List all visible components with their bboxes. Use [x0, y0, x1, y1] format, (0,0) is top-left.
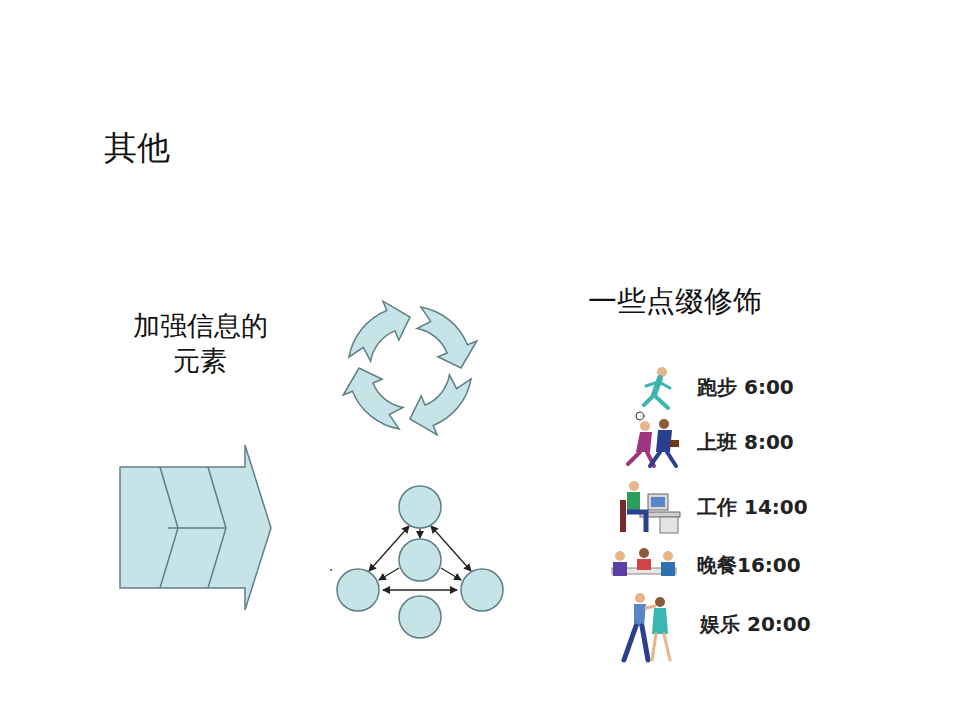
cycle-arrow-segment [410, 375, 471, 435]
section-label: 加强信息的 元素 [116, 308, 284, 378]
dinner-figure [612, 548, 676, 576]
network-diagram [330, 486, 503, 638]
slide-title: 其他 [104, 126, 170, 171]
office-worker-figure [620, 481, 680, 533]
schedule-label: 跑步 6:00 [697, 374, 794, 401]
chevron-arrow [120, 445, 271, 610]
cycle-arrow-segment [349, 301, 410, 361]
schedule-label: 娱乐 20:00 [700, 611, 811, 638]
schedule-label: 上班 8:00 [697, 429, 794, 456]
cycle-arrow-segment [343, 368, 403, 429]
dancers-figure [624, 593, 670, 660]
commuters-figure [628, 412, 679, 466]
section-label: 一些点缀修饰 [588, 282, 762, 322]
schedule-label: 晚餐16:00 [697, 552, 801, 579]
cycle-arrows [343, 301, 477, 435]
cycle-arrow-segment [417, 307, 477, 368]
runner-figure [644, 367, 670, 408]
schedule-label: 工作 14:00 [697, 494, 808, 521]
